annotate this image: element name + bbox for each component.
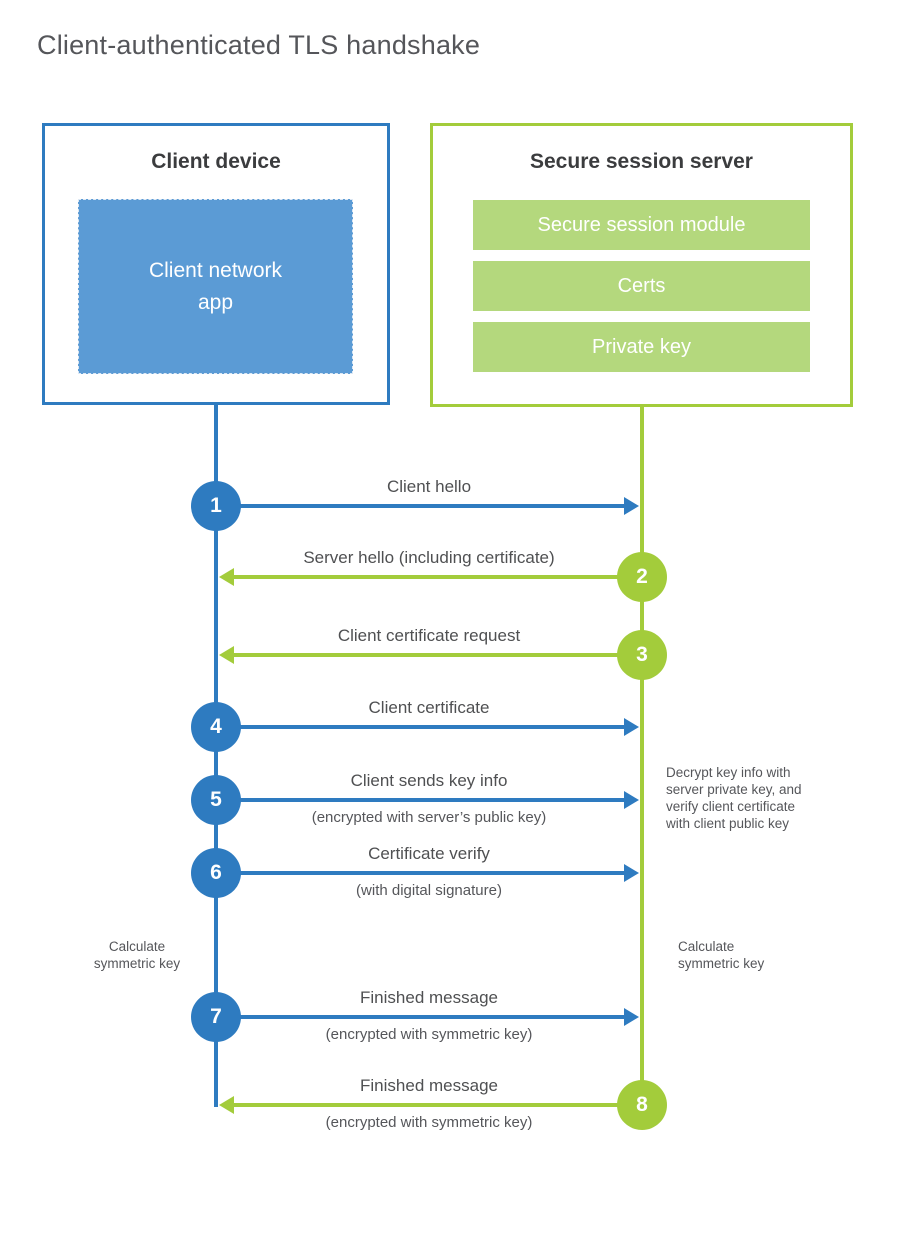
step-2-circle: 2 <box>617 552 667 602</box>
server-module-secure-session: Secure session module <box>473 200 810 250</box>
step-3-circle: 3 <box>617 630 667 680</box>
message-2-arrow <box>219 568 642 586</box>
step-6-circle: 6 <box>191 848 241 898</box>
calculate-symmetric-key-server-note: Calculate symmetric key <box>678 939 765 971</box>
message-8-arrow <box>219 1096 642 1114</box>
message-4-label: Client certificate <box>368 698 490 717</box>
message-5-subtitle: (encrypted with server’s public key) <box>311 809 547 826</box>
message-2-label: Server hello (including certificate) <box>303 548 555 567</box>
message-1-arrow <box>216 497 639 515</box>
server-lifeline <box>640 406 644 1107</box>
decrypt-key-note: Decrypt key info with server private key… <box>666 765 802 831</box>
message-3-label: Client certificate request <box>337 626 521 645</box>
step-1-circle: 1 <box>191 481 241 531</box>
step-8-circle: 8 <box>617 1080 667 1130</box>
client-network-app-label: Client network app <box>148 259 283 314</box>
message-4-arrow <box>216 718 639 736</box>
server-box: Secure session server Secure session mod… <box>430 123 853 407</box>
server-module-private-key: Private key <box>473 322 810 372</box>
message-7-arrow <box>216 1008 639 1026</box>
server-title: Secure session server <box>530 150 753 173</box>
message-6-arrow <box>216 864 639 882</box>
calculate-symmetric-key-client-note: Calculate symmetric key <box>93 939 181 971</box>
message-8-subtitle: (encrypted with symmetric key) <box>325 1114 533 1131</box>
message-5-label: Client sends key info <box>350 771 508 790</box>
message-5-arrow <box>216 791 639 809</box>
message-7-label: Finished message <box>360 988 498 1007</box>
message-3-arrow <box>219 646 642 664</box>
step-7-circle: 7 <box>191 992 241 1042</box>
message-6-subtitle: (with digital signature) <box>356 882 502 899</box>
client-device-title: Client device <box>151 150 281 173</box>
message-1-label: Client hello <box>386 477 472 496</box>
client-device-box: Client device Client network app <box>42 123 390 405</box>
client-lifeline <box>214 404 218 1107</box>
server-module-certs: Certs <box>473 261 810 311</box>
diagram-title: Client-authenticated TLS handshake <box>37 30 481 60</box>
message-6-label: Certificate verify <box>368 844 490 863</box>
step-5-circle: 5 <box>191 775 241 825</box>
step-4-circle: 4 <box>191 702 241 752</box>
client-network-app-box: Client network app <box>78 199 353 374</box>
message-7-subtitle: (encrypted with symmetric key) <box>325 1026 533 1043</box>
message-8-label: Finished message <box>360 1076 498 1095</box>
